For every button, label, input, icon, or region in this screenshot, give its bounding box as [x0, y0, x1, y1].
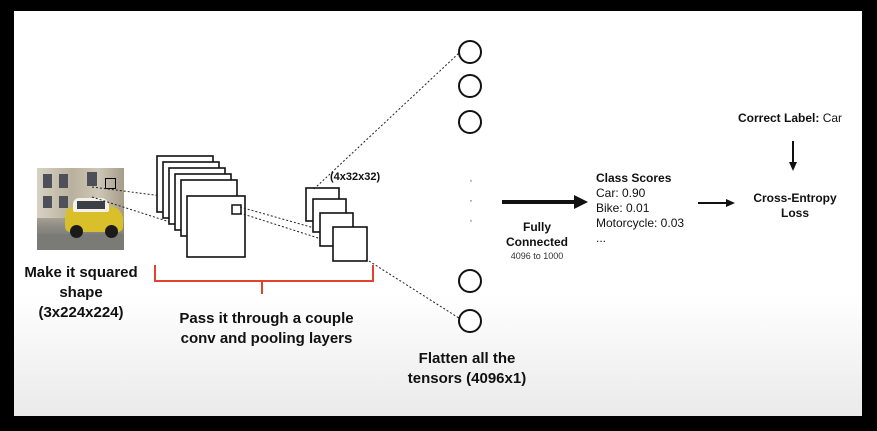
correct-label-value: Car	[822, 111, 843, 125]
class-scores-block: Class Scores Car: 0.90 Bike: 0.01 Motorc…	[596, 171, 684, 246]
neuron-ellipsis: · · ·	[469, 175, 473, 227]
fc-arrow-head	[574, 195, 588, 209]
conv-layers-brace	[154, 265, 374, 294]
fully-connected-subtitle: 4096 to 1000	[510, 251, 564, 261]
label-arrow-head	[789, 162, 797, 171]
class-score-item: Motorcycle: 0.03	[596, 216, 685, 230]
diagram-graphics	[91, 40, 797, 333]
class-score-item: Car: 0.90	[596, 186, 646, 200]
flatten-neurons	[458, 40, 482, 333]
class-score-item: Bike: 0.01	[596, 201, 650, 215]
conv-feature-maps	[156, 155, 246, 258]
class-score-item: ...	[596, 231, 607, 245]
car-input-image	[37, 168, 124, 250]
class-scores-title: Class Scores	[596, 171, 672, 185]
conv-caption: Pass it through a couple conv and poolin…	[179, 310, 354, 347]
feature-kernel-window	[231, 204, 242, 215]
kernel-window	[105, 178, 116, 189]
loss-arrow-head	[726, 199, 735, 207]
correct-label-key: Correct Label:	[738, 111, 820, 125]
fully-connected-title: Fully Connected	[505, 220, 568, 249]
pooled-dimension-label: (4x32x32)	[330, 171, 381, 183]
flatten-line-bottom	[368, 260, 463, 321]
loss-title: Cross-Entropy Loss	[753, 191, 837, 220]
diagram-slide: Make it squared shape (3x224x224) Pass i…	[14, 11, 862, 416]
pooled-feature-maps	[305, 187, 368, 262]
input-caption: Make it squared shape (3x224x224)	[24, 264, 138, 321]
correct-label: Correct Label: Car	[738, 111, 842, 125]
flatten-caption: Flatten all the tensors (4096x1)	[407, 350, 527, 387]
flatten-line-top	[313, 52, 460, 190]
